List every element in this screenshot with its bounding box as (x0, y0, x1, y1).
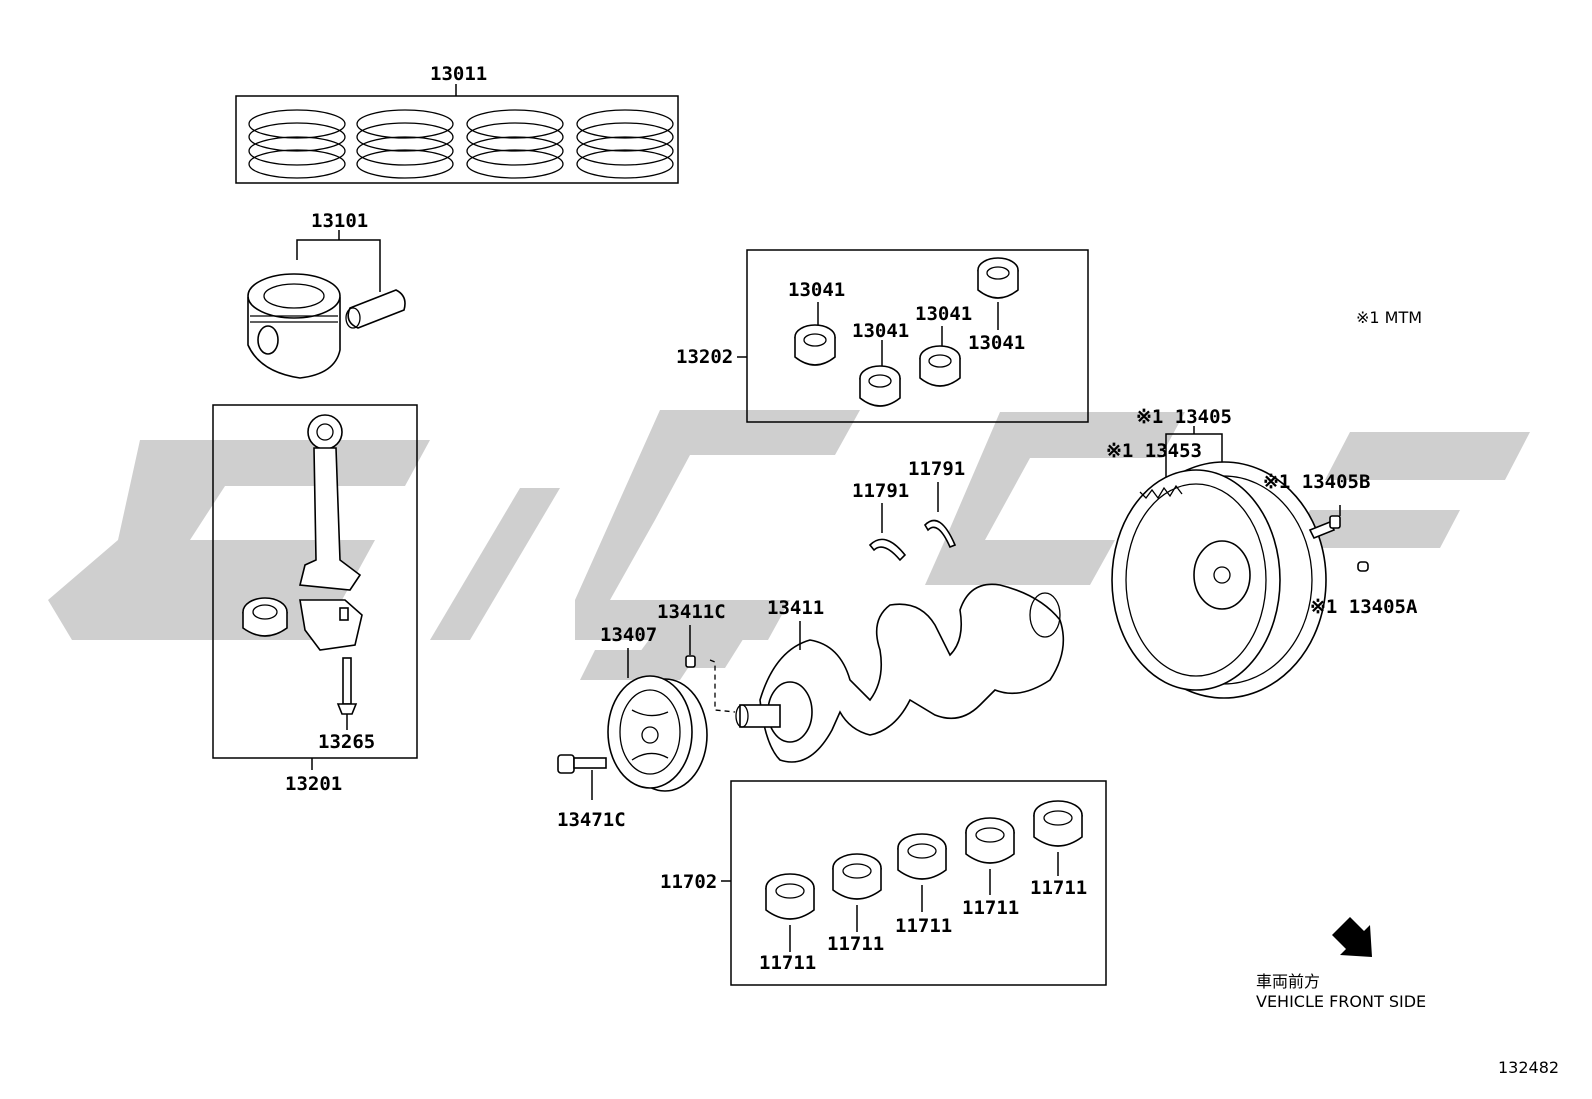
ring-stack-3 (466, 109, 564, 179)
label-13411c: 13411C (657, 601, 726, 623)
thrust-washers (868, 482, 957, 562)
pulley-bolt (557, 754, 607, 800)
label-13265: 13265 (318, 731, 375, 753)
ring-stack-1 (248, 109, 346, 179)
label-11791-a: 11791 (852, 480, 909, 502)
label-13405: ※1 13405 (1136, 406, 1232, 428)
piston-with-pin (247, 230, 406, 379)
label-13405b: ※1 13405B (1263, 471, 1370, 493)
flywheel-bolt (1308, 505, 1341, 540)
flywheel-pin (1357, 561, 1369, 572)
label-13041-d: 13041 (968, 332, 1025, 354)
note-mtm: ※1 MTM (1356, 308, 1422, 327)
ring-stack-2 (356, 109, 454, 179)
flywheel (1111, 426, 1327, 699)
label-13411: 13411 (767, 597, 824, 619)
label-13041-c: 13041 (915, 303, 972, 325)
note-front-jp: 車両前方 (1256, 972, 1320, 991)
label-11711-a: 11711 (759, 952, 816, 974)
label-13471c: 13471C (557, 809, 626, 831)
label-11791-b: 11791 (908, 458, 965, 480)
label-11711-d: 11711 (962, 897, 1019, 919)
label-13407: 13407 (600, 624, 657, 646)
main-bearing-c (897, 833, 947, 912)
crank-bearing-group (721, 780, 1107, 986)
label-13453: ※1 13453 (1106, 440, 1202, 462)
label-13202: 13202 (676, 346, 733, 368)
connecting-rod-group (212, 404, 418, 770)
label-11711-c: 11711 (895, 915, 952, 937)
crankshaft (735, 583, 1065, 763)
piston-ring-set (235, 84, 679, 184)
crank-key (685, 625, 736, 713)
label-13041-b: 13041 (852, 320, 909, 342)
label-11702: 11702 (660, 871, 717, 893)
ring-stack-4 (576, 109, 674, 179)
label-13201: 13201 (285, 773, 342, 795)
bearing-shell-c (919, 326, 961, 387)
diagram-id: 132482 (1498, 1058, 1559, 1077)
bearing-shell-a (794, 302, 836, 366)
label-13041-a: 13041 (788, 279, 845, 301)
main-bearing-b (832, 853, 882, 932)
main-bearing-e (1033, 800, 1083, 876)
label-13101: 13101 (311, 210, 368, 232)
label-13405a: ※1 13405A (1310, 596, 1418, 618)
main-bearing-a (765, 873, 815, 952)
crank-pulley (607, 648, 708, 792)
label-11711-b: 11711 (827, 933, 884, 955)
bearing-shell-b (859, 340, 901, 407)
label-13011: 13011 (430, 63, 487, 85)
label-11711-e: 11711 (1030, 877, 1087, 899)
conrod-bearing-group (737, 249, 1089, 423)
vehicle-front-arrow-icon (1332, 917, 1372, 957)
bearing-shell-d (977, 257, 1019, 330)
note-front-en: VEHICLE FRONT SIDE (1256, 992, 1426, 1011)
main-bearing-d (965, 817, 1015, 895)
